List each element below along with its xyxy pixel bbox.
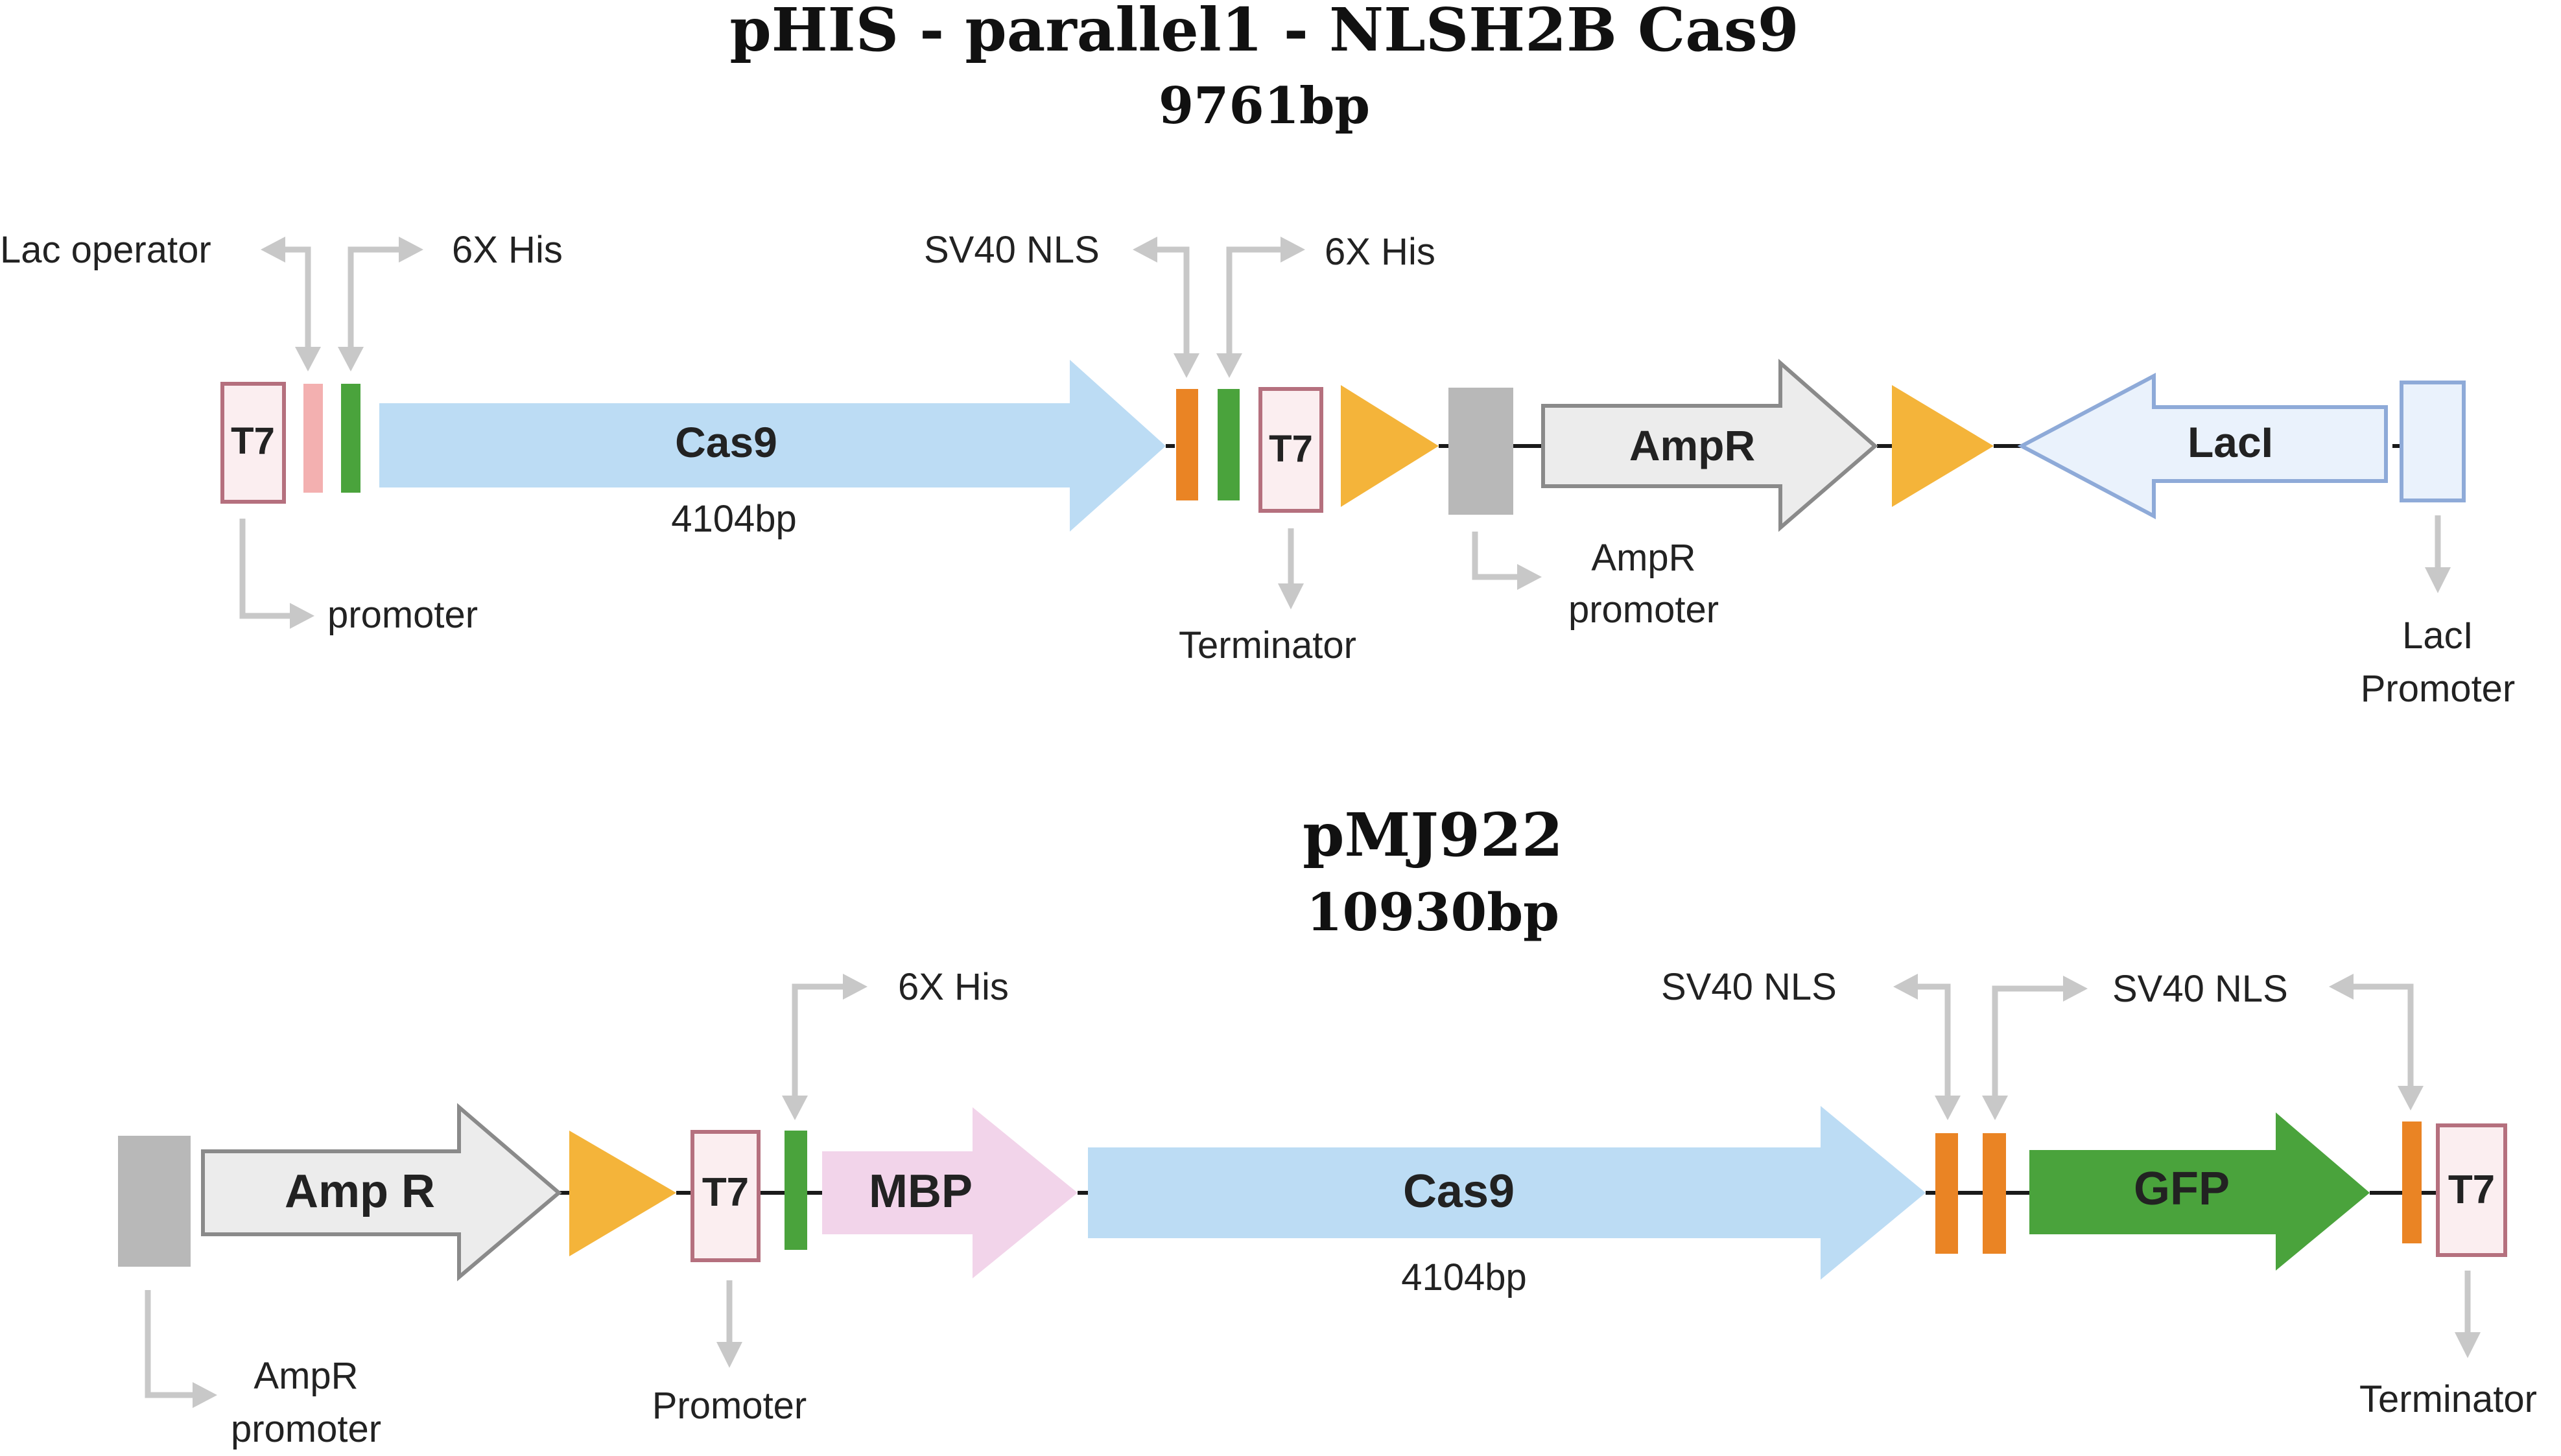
his-tag-label: 6X His bbox=[898, 966, 1009, 1008]
callout-lac-operator: Lac operator bbox=[0, 229, 321, 371]
ampr-promoter-label-line2: promoter bbox=[231, 1408, 381, 1450]
his-tag-block bbox=[341, 384, 360, 493]
cas9-size-label: 4104bp bbox=[1401, 1256, 1527, 1298]
cas9-gene-arrow: Cas9 bbox=[379, 360, 1166, 532]
cas9-gene-arrow: Cas9 bbox=[1088, 1106, 1926, 1280]
callout-his-tag: 6X His bbox=[338, 229, 563, 371]
t7-label: T7 bbox=[702, 1170, 749, 1215]
plasmid-2: pMJ922 10930bp Amp R T7 MBP bbox=[118, 800, 2537, 1450]
sv40-nls-label: SV40 NLS bbox=[1661, 966, 1837, 1008]
t7-promoter-box: T7 bbox=[220, 382, 286, 504]
mbp-gene-arrow: MBP bbox=[822, 1107, 1078, 1278]
laci-gene-arrow: LacI bbox=[2017, 373, 2388, 519]
t7-label: T7 bbox=[231, 420, 275, 462]
his-tag-block bbox=[1218, 389, 1240, 500]
plasmid-1-size: 9761bp bbox=[1159, 76, 1370, 135]
callout-terminator: Terminator bbox=[1179, 528, 1356, 666]
callout-sv40-nls-3 bbox=[2329, 974, 2424, 1110]
sv40-nls-block bbox=[1935, 1133, 1958, 1254]
ampr-promoter-block bbox=[118, 1136, 191, 1267]
callout-his-tag: 6X His bbox=[782, 966, 1009, 1120]
terminator-triangle bbox=[1892, 385, 1994, 507]
terminator-triangle bbox=[1341, 385, 1439, 507]
callout-terminator: Terminator bbox=[2359, 1271, 2537, 1420]
t7-promoter-box: T7 bbox=[690, 1130, 761, 1262]
t7-label: T7 bbox=[1269, 428, 1313, 470]
sv40-nls-block bbox=[1983, 1133, 2006, 1254]
callout-promoter: promoter bbox=[239, 519, 478, 636]
gfp-gene-arrow: GFP bbox=[2029, 1112, 2370, 1271]
callout-his-tag-2: 6X His bbox=[1216, 231, 1435, 378]
cas9-size-label: 4104bp bbox=[671, 498, 797, 540]
callout-ampr-promoter: AmpR promoter bbox=[1472, 532, 1719, 631]
t7-terminator-box: T7 bbox=[2436, 1123, 2507, 1257]
his-tag-block bbox=[785, 1131, 807, 1250]
sv40-nls-label: SV40 NLS bbox=[2112, 968, 2288, 1010]
callout-sv40-nls: SV40 NLS bbox=[924, 229, 1199, 378]
laci-label: LacI bbox=[2188, 418, 2273, 466]
laci-promoter-label-line1: LacI bbox=[2402, 615, 2473, 657]
sv40-nls-block bbox=[1176, 389, 1198, 500]
ampr-label: AmpR bbox=[1629, 421, 1755, 469]
cas9-label: Cas9 bbox=[675, 418, 777, 466]
callout-sv40-nls-2: SV40 NLS bbox=[1982, 968, 2288, 1120]
lac-operator-label: Lac operator bbox=[0, 229, 211, 271]
terminator-label: Terminator bbox=[2359, 1378, 2537, 1420]
sv40-nls-label: SV40 NLS bbox=[924, 229, 1100, 271]
gfp-label: GFP bbox=[2134, 1163, 2230, 1215]
callout-laci-promoter: LacI Promoter bbox=[2361, 515, 2516, 710]
mbp-label: MBP bbox=[869, 1166, 973, 1217]
his-tag-label: 6X His bbox=[1325, 231, 1435, 273]
t7-terminator-box: T7 bbox=[1258, 387, 1323, 513]
lac-operator-block bbox=[303, 384, 323, 493]
ampr-gene-arrow: Amp R bbox=[201, 1103, 562, 1282]
ampr-promoter-block bbox=[1448, 388, 1513, 515]
t7-label: T7 bbox=[2448, 1168, 2495, 1212]
sv40-nls-block bbox=[2402, 1121, 2422, 1243]
ampr-gene-arrow: AmpR bbox=[1541, 358, 1878, 532]
cas9-label: Cas9 bbox=[1403, 1166, 1515, 1217]
plasmid-2-title: pMJ922 bbox=[1303, 800, 1563, 870]
plasmid-1-title: pHIS - parallel1 - NLSH2B Cas9 bbox=[729, 0, 1799, 65]
promoter-label: promoter bbox=[327, 594, 478, 636]
terminator-label: Terminator bbox=[1179, 624, 1356, 666]
ampr-promoter-label-line1: AmpR bbox=[254, 1355, 358, 1397]
plasmid-1: pHIS - parallel1 - NLSH2B Cas9 9761bp T7… bbox=[0, 0, 2515, 710]
laci-promoter-label-line2: Promoter bbox=[2361, 668, 2516, 710]
ampr-label: Amp R bbox=[285, 1166, 435, 1217]
his-tag-label: 6X His bbox=[452, 229, 563, 271]
plasmid-2-size: 10930bp bbox=[1306, 882, 1559, 943]
callout-ampr-promoter: AmpR promoter bbox=[145, 1290, 381, 1450]
ampr-promoter-label-line2: promoter bbox=[1568, 589, 1719, 631]
ampr-promoter-label-line1: AmpR bbox=[1591, 537, 1695, 579]
terminator-triangle bbox=[569, 1131, 676, 1256]
promoter-label: Promoter bbox=[652, 1385, 807, 1427]
callout-promoter: Promoter bbox=[652, 1280, 807, 1427]
callout-sv40-nls-1: SV40 NLS bbox=[1661, 966, 1961, 1120]
laci-promoter-block bbox=[2400, 381, 2466, 502]
